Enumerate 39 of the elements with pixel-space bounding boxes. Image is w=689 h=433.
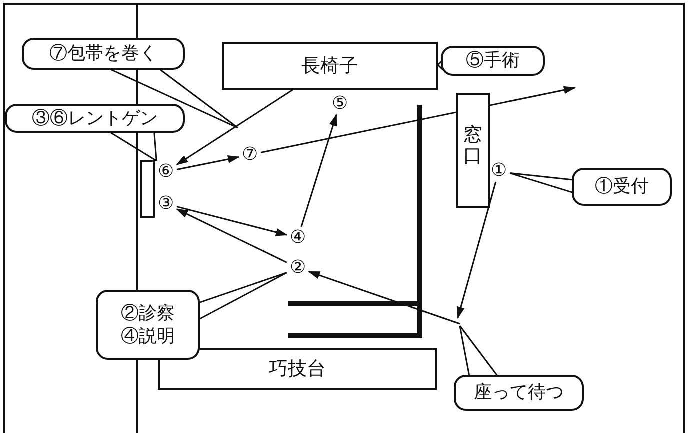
callout-bubble bbox=[22, 38, 185, 70]
wall-fixture-box bbox=[140, 160, 155, 218]
callout-pointer bbox=[459, 325, 499, 378]
label-text: ③⑥レントゲン bbox=[32, 106, 158, 130]
callout-bubble bbox=[441, 46, 545, 76]
label-text: ④説明 bbox=[121, 325, 175, 348]
arrow bbox=[176, 156, 240, 170]
callout-pointer bbox=[437, 59, 444, 71]
label-text: ⑦包帯を巻く bbox=[50, 42, 158, 66]
label-text: 長椅子 bbox=[302, 54, 358, 78]
arrow bbox=[260, 86, 576, 154]
label-text: ⑤手術 bbox=[466, 49, 520, 73]
arrow bbox=[300, 114, 338, 228]
step-number-text: ② bbox=[290, 256, 306, 280]
arrow bbox=[176, 89, 294, 166]
label-text: ①受付 bbox=[595, 175, 649, 199]
step-number-text: ⑤ bbox=[332, 92, 348, 116]
arrow bbox=[176, 208, 288, 264]
label-text: ②診察 bbox=[121, 302, 175, 325]
step-number-text: ⑥ bbox=[158, 160, 174, 184]
arrow bbox=[308, 271, 460, 325]
step-number-text: ① bbox=[491, 159, 507, 183]
callout-bubble bbox=[572, 168, 672, 206]
label-text: 窓口 bbox=[464, 125, 482, 167]
step-number-text: ⑦ bbox=[242, 143, 258, 167]
step-number-text: ③ bbox=[158, 192, 174, 216]
callout-pointer bbox=[110, 132, 158, 162]
callout-bubble bbox=[96, 290, 200, 360]
callout-pointer bbox=[110, 69, 239, 129]
arrow bbox=[176, 206, 288, 236]
workbench-box bbox=[158, 348, 437, 390]
label-text: 座って待つ bbox=[474, 381, 564, 405]
bench-box bbox=[222, 42, 438, 90]
step-number-text: ④ bbox=[290, 226, 306, 250]
callout-bubble bbox=[454, 375, 584, 411]
callout-bubble bbox=[5, 104, 185, 133]
reception-window-box bbox=[456, 93, 490, 208]
label-text: 巧技台 bbox=[269, 356, 326, 382]
arrow bbox=[457, 182, 497, 319]
